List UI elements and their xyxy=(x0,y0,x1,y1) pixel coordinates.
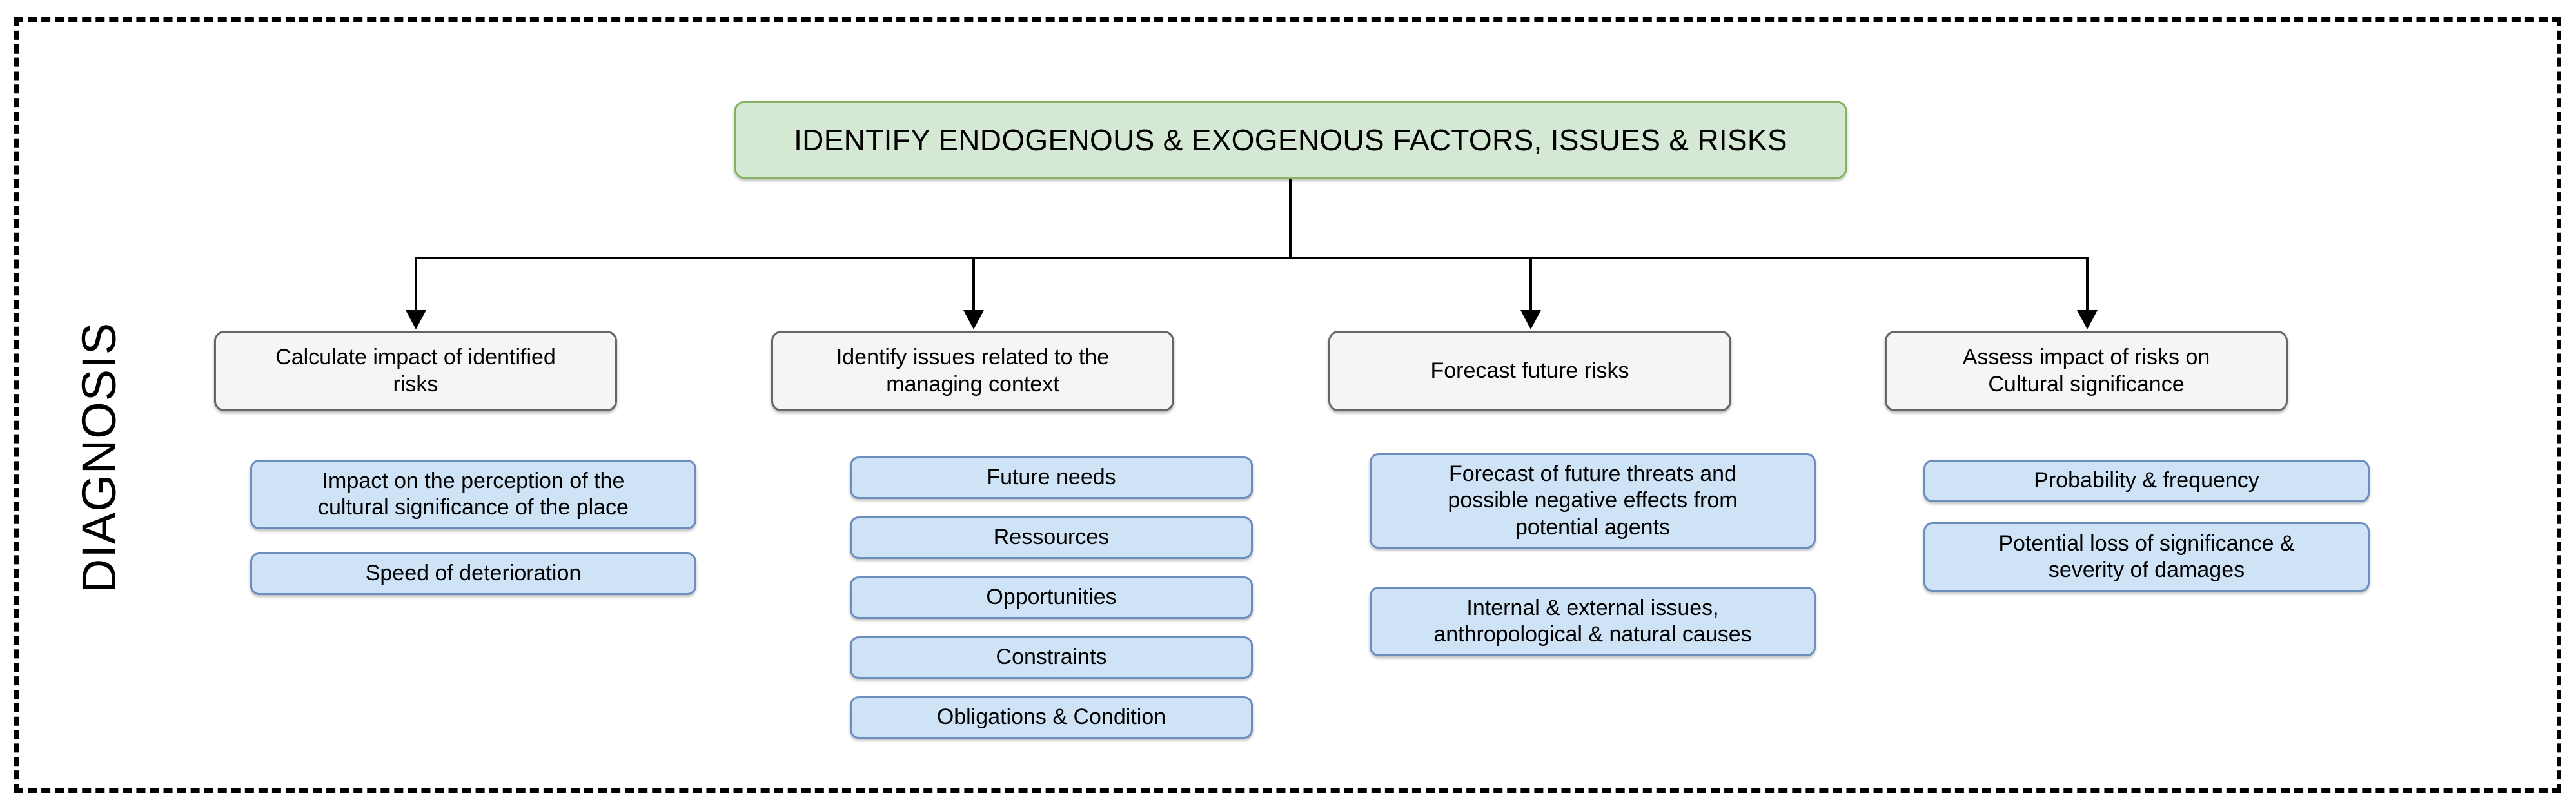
detail-node-label: Obligations & Condition xyxy=(936,705,1166,730)
connector-drop-4 xyxy=(2086,257,2089,312)
detail-node-label: Forecast of future threats and possible … xyxy=(1448,461,1738,540)
detail-node-label: Probability & frequency xyxy=(2034,468,2259,493)
diagnosis-phase-frame xyxy=(14,17,2561,793)
arrow-head-1 xyxy=(406,310,426,329)
connector-trunk xyxy=(1289,179,1292,259)
detail-node-constraints[interactable]: Constraints xyxy=(850,636,1253,679)
detail-node-label: Internal & external issues, anthropologi… xyxy=(1433,595,1752,647)
phase-label-diagnosis: DIAGNOSIS xyxy=(72,322,126,594)
detail-node-impact-perception[interactable]: Impact on the perception of the cultural… xyxy=(250,460,696,529)
stage-node-label: Identify issues related to the managing … xyxy=(836,345,1110,396)
arrow-head-4 xyxy=(2077,310,2098,329)
detail-node-speed-of-deterioration[interactable]: Speed of deterioration xyxy=(250,552,696,595)
detail-node-potential-loss-significance[interactable]: Potential loss of significance & severit… xyxy=(1923,522,2370,592)
detail-node-ressources[interactable]: Ressources xyxy=(850,516,1253,559)
detail-node-internal-external-issues[interactable]: Internal & external issues, anthropologi… xyxy=(1370,587,1816,656)
stage-node-label: Assess impact of risks on Cultural signi… xyxy=(1962,345,2210,396)
detail-node-label: Future needs xyxy=(987,465,1116,490)
stage-node-forecast-future-risks[interactable]: Forecast future risks xyxy=(1328,331,1731,411)
detail-node-opportunities[interactable]: Opportunities xyxy=(850,576,1253,619)
detail-node-future-needs[interactable]: Future needs xyxy=(850,456,1253,499)
root-node-label: IDENTIFY ENDOGENOUS & EXOGENOUS FACTORS,… xyxy=(794,122,1787,157)
arrow-head-3 xyxy=(1520,310,1541,329)
detail-node-label: Impact on the perception of the cultural… xyxy=(318,468,629,520)
detail-node-label: Speed of deterioration xyxy=(365,561,582,586)
root-node-identify-factors[interactable]: IDENTIFY ENDOGENOUS & EXOGENOUS FACTORS,… xyxy=(734,101,1847,179)
detail-node-label: Potential loss of significance & severit… xyxy=(1998,531,2295,582)
stage-node-assess-impact-cultural-significance[interactable]: Assess impact of risks on Cultural signi… xyxy=(1885,331,2288,411)
connector-bus xyxy=(416,257,2087,259)
detail-node-forecast-future-threats[interactable]: Forecast of future threats and possible … xyxy=(1370,453,1816,549)
arrow-head-2 xyxy=(963,310,984,329)
detail-node-obligations-condition[interactable]: Obligations & Condition xyxy=(850,696,1253,739)
detail-node-probability-frequency[interactable]: Probability & frequency xyxy=(1923,460,2370,502)
detail-node-label: Constraints xyxy=(996,645,1107,670)
connector-drop-2 xyxy=(972,257,975,312)
stage-node-label: Forecast future risks xyxy=(1430,358,1629,383)
stage-node-identify-issues[interactable]: Identify issues related to the managing … xyxy=(771,331,1174,411)
detail-node-label: Ressources xyxy=(993,525,1110,550)
detail-node-label: Opportunities xyxy=(986,585,1117,610)
connector-drop-1 xyxy=(415,257,417,312)
stage-node-label: Calculate impact of identified risks xyxy=(275,345,556,396)
stage-node-calculate-impact[interactable]: Calculate impact of identified risks xyxy=(214,331,617,411)
connector-drop-3 xyxy=(1529,257,1532,312)
